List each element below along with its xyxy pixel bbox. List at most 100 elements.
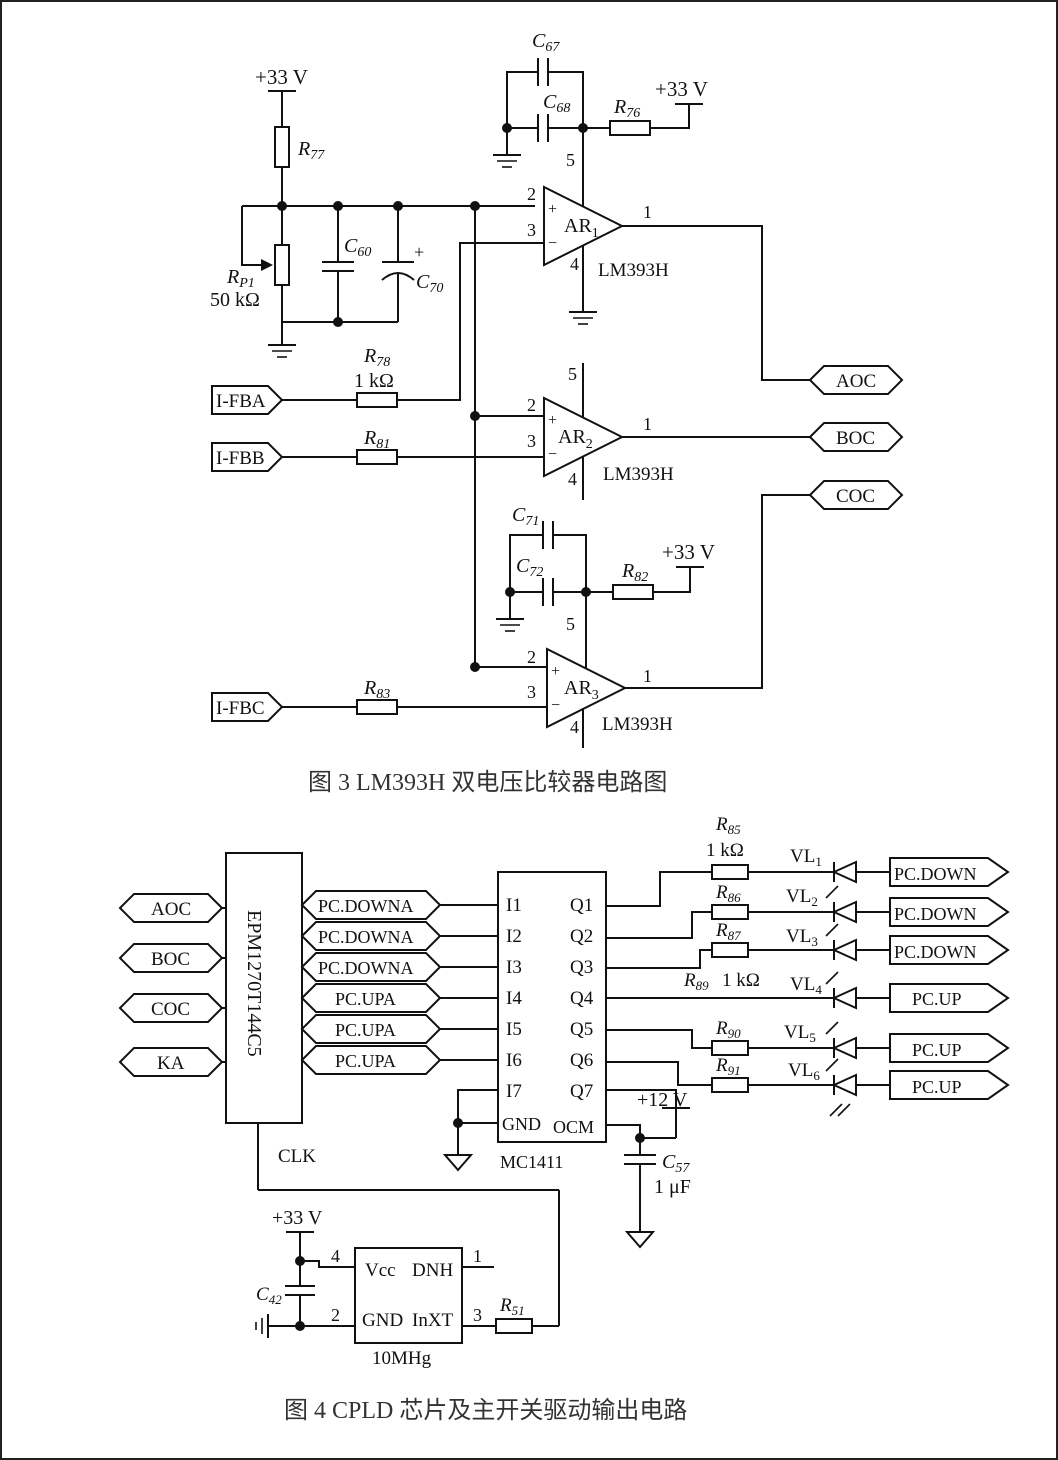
output-boc: BOC [808, 422, 904, 452]
svg-text:1: 1 [643, 666, 652, 686]
svg-text:R76: R76 [613, 96, 640, 121]
svg-text:3: 3 [527, 682, 536, 702]
svg-text:5: 5 [566, 614, 575, 634]
svg-text:AOC: AOC [151, 899, 191, 920]
svg-text:MC1411: MC1411 [500, 1152, 563, 1172]
svg-text:C57: C57 [662, 1151, 690, 1176]
capacitor-c70: + C70 [381, 206, 443, 322]
svg-text:C71: C71 [512, 504, 539, 529]
svg-text:VL5: VL5 [784, 1022, 816, 1045]
svg-text:PC.DOWNA: PC.DOWNA [318, 927, 414, 947]
output-row-5: R90 VL5 PC.UP [606, 1018, 1010, 1063]
svg-text:3: 3 [473, 1305, 482, 1325]
svg-text:PC.DOWNA: PC.DOWNA [318, 958, 414, 978]
comparator-ar2: + − AR2 2 3 1 4 5 LM393H [397, 363, 810, 500]
svg-text:1 kΩ: 1 kΩ [722, 970, 760, 991]
cpld-input-boc: BOC [118, 943, 226, 973]
svg-text:+33 V: +33 V [655, 77, 708, 101]
svg-text:4: 4 [331, 1246, 340, 1266]
svg-text:R83: R83 [363, 677, 390, 702]
svg-text:DNH: DNH [412, 1260, 453, 1281]
svg-text:GND: GND [362, 1310, 403, 1331]
ground-symbol [268, 322, 296, 358]
svg-text:R81: R81 [363, 427, 390, 452]
cpld-output-3: PC.DOWNA [300, 952, 498, 982]
svg-text:PC.DOWN: PC.DOWN [894, 942, 977, 962]
input-i-fbc: I-FBC R83 [211, 677, 398, 722]
svg-text:1: 1 [643, 202, 652, 222]
svg-text:VL2: VL2 [786, 886, 818, 909]
svg-text:I7: I7 [506, 1081, 522, 1102]
output-row-3: R87 VL3 PC.DOWN [606, 920, 1010, 969]
svg-text:5: 5 [566, 150, 575, 170]
svg-text:C60: C60 [344, 235, 371, 260]
svg-text:+33 V: +33 V [272, 1207, 323, 1229]
svg-text:1 μF: 1 μF [654, 1176, 691, 1198]
svg-text:BOC: BOC [836, 428, 875, 449]
svg-text:1 kΩ: 1 kΩ [354, 370, 394, 392]
svg-text:4: 4 [570, 717, 579, 737]
svg-text:3: 3 [527, 431, 536, 451]
svg-text:+: + [548, 201, 557, 218]
svg-text:Q1: Q1 [570, 895, 593, 916]
svg-text:2: 2 [527, 647, 536, 667]
figure-3-caption: 图 3 LM393H 双电压比较器电路图 [308, 769, 667, 796]
svg-text:R89: R89 [683, 970, 709, 993]
svg-text:COC: COC [151, 999, 190, 1020]
svg-text:PC.UPA: PC.UPA [335, 1020, 396, 1040]
svg-text:PC.DOWN: PC.DOWN [894, 904, 977, 924]
svg-text:+33 V: +33 V [662, 540, 715, 564]
supply-label: +33 V [255, 65, 308, 89]
output-row-2: R86 VL2 PC.DOWN [606, 882, 1010, 939]
decoupling-network-ar3: C71 C72 R82 +33 V [496, 504, 715, 668]
svg-text:R90: R90 [715, 1018, 741, 1041]
svg-text:−: − [551, 697, 560, 714]
cpld-output-6: PC.UPA [300, 1045, 498, 1075]
decoupling-network-ar1: C67 C68 R76 +33 V [493, 30, 708, 168]
output-aoc: AOC [808, 365, 904, 395]
svg-text:I5: I5 [506, 1019, 522, 1040]
svg-text:InXT: InXT [412, 1310, 454, 1331]
svg-text:R91: R91 [715, 1055, 741, 1078]
svg-text:EPM1270T144C5: EPM1270T144C5 [243, 910, 265, 1057]
svg-text:AR3: AR3 [564, 677, 599, 703]
svg-text:1: 1 [473, 1246, 482, 1266]
svg-text:10MHg: 10MHg [372, 1348, 432, 1369]
svg-text:VL6: VL6 [788, 1060, 820, 1083]
driver-mc1411: I1 I2 I3 I4 I5 I6 I7 Q1 Q2 Q3 Q4 Q5 Q6 Q… [442, 871, 691, 1249]
svg-text:I1: I1 [506, 895, 522, 916]
svg-text:C70: C70 [416, 271, 443, 296]
svg-text:R82: R82 [621, 560, 648, 585]
svg-text:I-FBB: I-FBB [216, 448, 265, 469]
svg-text:LM393H: LM393H [603, 464, 674, 485]
output-row-4: R89 1 kΩ VL4 PC.UP [606, 970, 1010, 1013]
svg-text:C72: C72 [516, 555, 543, 580]
svg-text:R78: R78 [363, 345, 390, 370]
cpld-output-1: PC.DOWNA [300, 890, 498, 920]
svg-text:I6: I6 [506, 1050, 522, 1071]
svg-text:Vcc: Vcc [365, 1260, 396, 1281]
svg-text:RP1: RP1 [226, 266, 255, 291]
svg-text:PC.UPA: PC.UPA [335, 1051, 396, 1071]
svg-text:I-FBA: I-FBA [216, 391, 266, 412]
figure-3-comparator: +33 V R77 RP1 50 kΩ [210, 30, 904, 796]
capacitor-c60: C60 [322, 206, 371, 322]
svg-text:R87: R87 [715, 920, 741, 943]
svg-text:Q4: Q4 [570, 988, 594, 1009]
svg-text:−: − [548, 446, 557, 463]
cpld-output-2: PC.DOWNA [300, 921, 498, 951]
svg-text:+: + [414, 242, 424, 262]
svg-text:LM393H: LM393H [598, 260, 669, 281]
svg-text:AR1: AR1 [564, 215, 599, 241]
figure-4-caption: 图 4 CPLD 芯片及主开关驱动输出电路 [284, 1397, 687, 1424]
svg-text:OCM: OCM [553, 1117, 594, 1137]
svg-text:I2: I2 [506, 926, 522, 947]
svg-text:2: 2 [331, 1305, 340, 1325]
svg-text:CLK: CLK [278, 1146, 316, 1167]
svg-text:Q3: Q3 [570, 957, 593, 978]
output-row-1: R85 1 kΩ VL1 PC.DOWN [606, 814, 1010, 907]
svg-text:Q5: Q5 [570, 1019, 593, 1040]
svg-text:PC.DOWNA: PC.DOWNA [318, 896, 414, 916]
svg-text:2: 2 [527, 395, 536, 415]
